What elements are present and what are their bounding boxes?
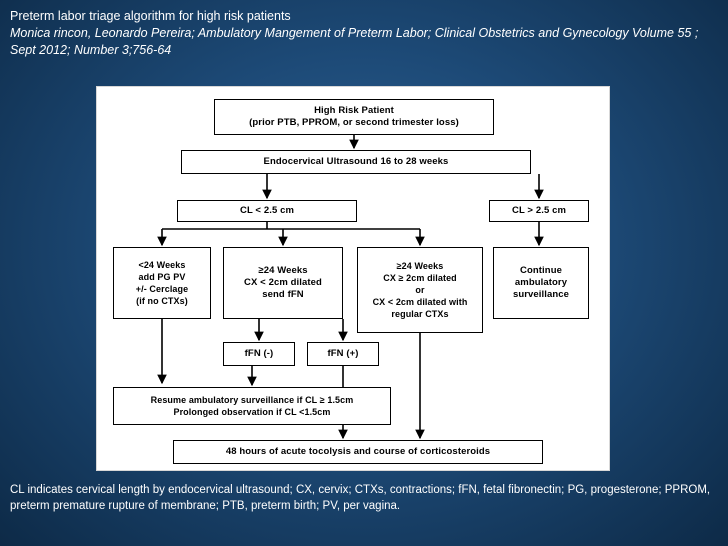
slide-citation: Monica rincon, Leonardo Pereira; Ambulat… — [10, 26, 699, 57]
slide-title: Preterm labor triage algorithm for high … — [10, 9, 291, 23]
node-endocervical-ultrasound-label: Endocervical Ultrasound 16 to 28 weeks — [263, 156, 449, 167]
node-48-hours-tocolysis-label: 48 hours of acute tocolysis and course o… — [225, 446, 491, 457]
slide-title-block: Preterm labor triage algorithm for high … — [10, 8, 720, 59]
node-resume-ambulatory-surveillance: Resume ambulatory surveillance if CL ≥ 1… — [113, 387, 391, 425]
node-ffn-negative-label: fFN (-) — [244, 348, 274, 359]
node-ffn-positive: fFN (+) — [307, 342, 379, 366]
node-cl-more-label: CL > 2.5 cm — [512, 205, 566, 216]
node-ge-24-weeks-send-ffn-label: ≥24 Weeks CX < 2cm dilated send fFN — [244, 265, 322, 300]
node-cl-less-than-25: CL < 2.5 cm — [177, 200, 357, 222]
node-continue-ambulatory-surveillance: Continue ambulatory surveillance — [493, 247, 589, 319]
slide-caption: CL indicates cervical length by endocerv… — [10, 484, 711, 512]
node-48-hours-tocolysis: 48 hours of acute tocolysis and course o… — [173, 440, 543, 464]
node-ge-24-weeks-regular-ctxs-label: ≥24 Weeks CX ≥ 2cm dilated or CX < 2cm d… — [372, 261, 468, 319]
node-high-risk-patient-label: High Risk Patient (prior PTB, PPROM, or … — [249, 105, 459, 128]
node-less-than-24-weeks-label: <24 Weeks add PG PV +/- Cerclage (if no … — [135, 260, 189, 306]
node-resume-ambulatory-surveillance-label: Resume ambulatory surveillance if CL ≥ 1… — [150, 395, 354, 417]
node-ge-24-weeks-send-ffn: ≥24 Weeks CX < 2cm dilated send fFN — [223, 247, 343, 319]
node-ge-24-weeks-regular-ctxs: ≥24 Weeks CX ≥ 2cm dilated or CX < 2cm d… — [357, 247, 483, 333]
node-high-risk-patient: High Risk Patient (prior PTB, PPROM, or … — [214, 99, 494, 135]
node-cl-less-label: CL < 2.5 cm — [240, 205, 294, 216]
node-ffn-negative: fFN (-) — [223, 342, 295, 366]
node-ffn-positive-label: fFN (+) — [327, 348, 359, 359]
node-cl-greater-than-25: CL > 2.5 cm — [489, 200, 589, 222]
node-endocervical-ultrasound: Endocervical Ultrasound 16 to 28 weeks — [181, 150, 531, 174]
node-continue-ambulatory-surveillance-label: Continue ambulatory surveillance — [512, 265, 570, 300]
algorithm-diagram: High Risk Patient (prior PTB, PPROM, or … — [96, 86, 610, 471]
node-less-than-24-weeks: <24 Weeks add PG PV +/- Cerclage (if no … — [113, 247, 211, 319]
